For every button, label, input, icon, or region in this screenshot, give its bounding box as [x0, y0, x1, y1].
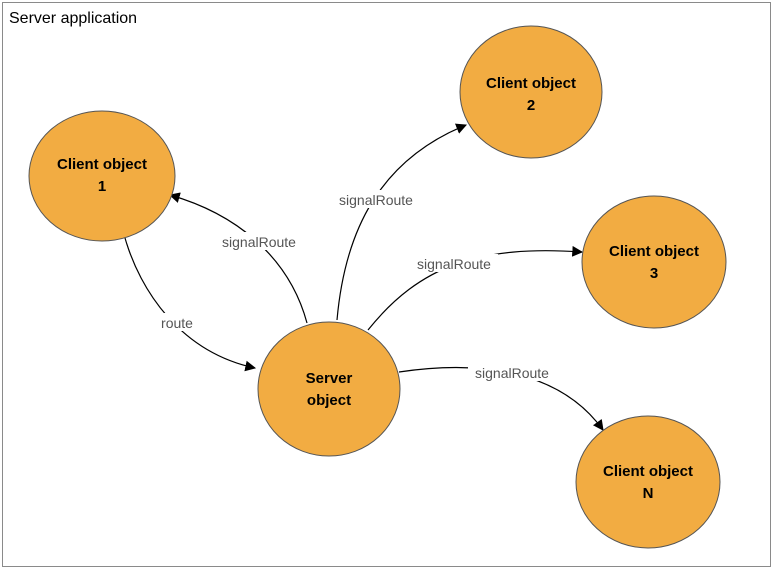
edge-signalroute-client2 — [336, 123, 468, 321]
node-server-line2: object — [307, 392, 351, 409]
node-clientn-line1: Client object — [603, 463, 693, 480]
edge-label-signalroute-clientn: signalRoute — [475, 365, 549, 381]
edge-label-signalroute-client2: signalRoute — [339, 192, 413, 208]
node-client2-line1: Client object — [486, 75, 576, 92]
edge-label-signalroute-client3: signalRoute — [417, 256, 491, 272]
node-client3[interactable]: Client object 3 — [581, 195, 727, 329]
edge-labels: route signalRoute signalRoute signalRout… — [156, 190, 556, 381]
node-client1-line1: Client object — [57, 156, 147, 173]
edge-route — [124, 237, 257, 372]
node-client3-line1: Client object — [609, 243, 699, 260]
edge-label-signalroute-client1: signalRoute — [222, 234, 296, 250]
node-client2-line2: 2 — [527, 97, 535, 114]
node-client1-line2: 1 — [98, 178, 106, 195]
node-clientn[interactable]: Client object N — [575, 415, 721, 549]
node-client3-line2: 3 — [650, 265, 658, 282]
node-clientn-line2: N — [643, 485, 654, 502]
node-client1[interactable]: Client object 1 — [28, 110, 176, 242]
edge-signalroute-client1 — [168, 192, 308, 324]
node-server[interactable]: Server object — [257, 321, 401, 457]
node-server-line1: Server — [306, 370, 353, 387]
edge-label-route: route — [161, 315, 193, 331]
diagram-title: Server application — [9, 10, 138, 27]
node-client2[interactable]: Client object 2 — [459, 25, 603, 159]
